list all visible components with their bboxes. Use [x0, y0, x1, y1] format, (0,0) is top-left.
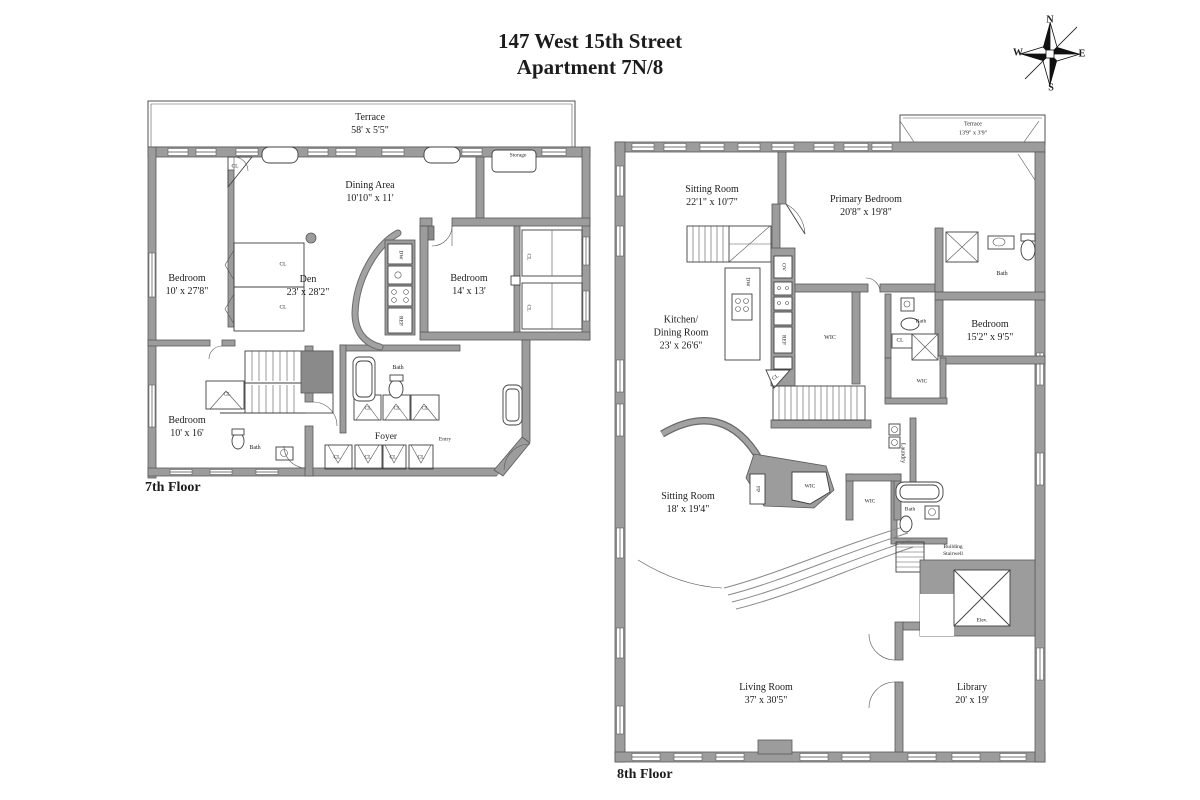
floor7-stairs	[244, 350, 334, 414]
floor7-kitchen-strip	[384, 239, 416, 336]
label-cl: CL	[389, 454, 397, 461]
floor7-window-bays	[261, 146, 537, 173]
label-bath-mid: Bath	[915, 318, 927, 325]
compass-west-label: W	[1013, 47, 1023, 59]
label-fp: FP	[754, 485, 761, 493]
compass-north-label: N	[1046, 14, 1054, 26]
floor7-closets	[205, 229, 583, 470]
room-label-primary-bedroom: Primary Bedroom 20'8" x 19'8"	[830, 194, 902, 218]
floor8-laundry	[888, 423, 901, 449]
label-bath-low: Bath	[904, 506, 916, 513]
title-apartment: Apartment 7N/8	[516, 55, 664, 79]
page-title: 147 West 15th Street Apartment 7N/8	[390, 28, 790, 80]
floor7-caption: 7th Floor	[145, 480, 201, 495]
compass-rose-icon	[1019, 21, 1081, 87]
room-label-terrace-8: Terrace 13'9" x 3'9"	[958, 121, 988, 137]
label-ref-7: REF	[397, 315, 404, 327]
label-dw-8: DW	[744, 277, 751, 287]
label-elevator: Elev.	[976, 617, 988, 624]
floor8-windows	[616, 143, 1044, 761]
floor7-windows	[148, 148, 590, 475]
label-cl: CL	[364, 405, 372, 412]
floor8-wic-stairs	[772, 385, 866, 421]
label-cl: CL	[525, 253, 532, 261]
label-wic-big: WIC	[824, 334, 836, 341]
room-label-living-room: Living Room 37' x 30'5"	[739, 682, 793, 706]
label-storage: Storage	[509, 152, 527, 159]
room-label-bedroom-8: Bedroom 15'2" x 9'5"	[966, 319, 1014, 343]
room-label-dining-area: Dining Area 10'10" x 11'	[345, 180, 395, 204]
label-wic-right: WIC	[864, 498, 876, 505]
room-label-terrace-7: Terrace 58' x 5'5"	[351, 112, 389, 136]
room-label-bedroom-west: Bedroom 10' x 27'8"	[165, 273, 209, 297]
floor8-plan-drawing	[614, 114, 1046, 763]
label-cl: CL	[223, 391, 231, 398]
label-entry: Entry	[438, 436, 452, 443]
floor8-kitchen	[724, 247, 796, 389]
label-cl: CL	[279, 261, 287, 268]
label-cl: CL	[896, 337, 904, 344]
room-label-sitting-room-center: Sitting Room 18' x 19'4"	[661, 491, 715, 515]
label-ov-8: OV	[780, 263, 787, 271]
title-address: 147 West 15th Street	[497, 29, 683, 53]
label-cl: CL	[417, 454, 425, 461]
room-label-foyer: Foyer	[374, 432, 398, 442]
label-cl: CL	[421, 405, 429, 412]
label-wic-small: WIC	[916, 378, 928, 385]
room-label-bedroom-east: Bedroom 14' x 13'	[450, 273, 488, 297]
floor8-caption: 8th Floor	[617, 767, 673, 782]
label-bath-7-south: Bath	[249, 444, 261, 451]
compass-east-label: E	[1078, 48, 1086, 60]
room-label-library: Library 20' x 19'	[955, 682, 989, 706]
floor7-den-curve	[305, 229, 402, 351]
room-label-kitchen-dining: Kitchen/ Dining Room 23' x 26'6"	[653, 314, 709, 352]
floor7-plan-drawing	[147, 100, 591, 479]
room-label-sitting-room-north: Sitting Room 22'1" x 10'7"	[685, 184, 739, 208]
floor8-elevator	[919, 559, 1036, 637]
floor8-stairs-lower	[895, 541, 925, 573]
label-cl: CL	[364, 454, 372, 461]
label-building-stairwell: Building Stairwell	[943, 544, 963, 557]
floor7-bath-fixtures	[208, 345, 531, 471]
floor8-lower-bath	[895, 481, 944, 533]
floor8-primary-bath	[945, 231, 1036, 263]
label-cl: CL	[231, 163, 239, 170]
label-cl: CL	[279, 304, 287, 311]
label-bath-7-center: Bath	[392, 364, 404, 371]
floor8-sitting-curves	[637, 417, 914, 610]
label-dw-7: DW	[397, 250, 404, 260]
room-label-bedroom-south: Bedroom 10' x 16'	[168, 415, 206, 439]
floor8-stairs-upper	[686, 225, 772, 263]
label-cl: CL	[393, 405, 401, 412]
room-label-den: Den 23' x 28'2"	[286, 274, 330, 298]
label-cl: CL	[333, 454, 341, 461]
label-ref-8: REF	[780, 334, 787, 346]
label-laundry: Laundry	[899, 442, 906, 464]
label-wic-funnel: WIC	[804, 483, 816, 490]
label-cl: CL	[525, 304, 532, 312]
compass-south-label: S	[1048, 82, 1054, 94]
floor8-walls	[614, 141, 1046, 763]
label-bath-primary: Bath	[996, 270, 1008, 277]
floor8-mid-bath	[891, 297, 939, 361]
